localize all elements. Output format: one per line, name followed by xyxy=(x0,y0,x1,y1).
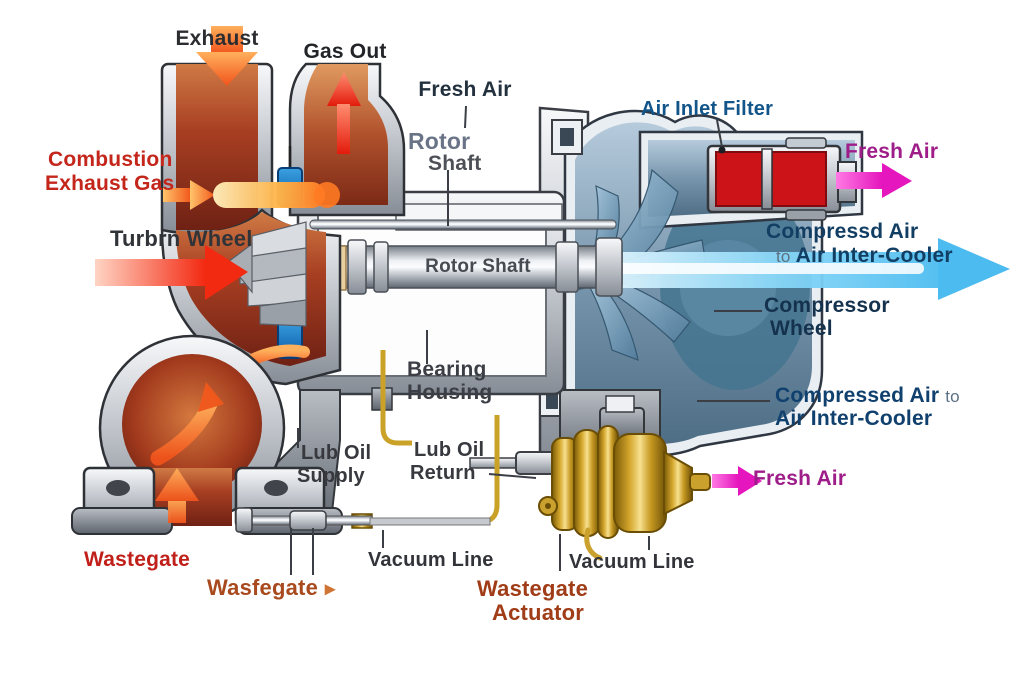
leader-lines xyxy=(290,105,770,575)
label-wastegate-red: Wastegate xyxy=(84,548,191,571)
label-to-word: to xyxy=(776,247,791,266)
label-fresh-air-bottom: Fresh Air xyxy=(753,467,847,490)
label-wastegate-actuator-2: Actuator xyxy=(492,600,585,625)
label-lub-oil-supply-1: Lub Oil xyxy=(301,442,372,464)
turbine-wheel xyxy=(227,221,307,327)
leader-dot xyxy=(718,146,726,154)
fresh-air-top-arrow-icon xyxy=(836,163,912,198)
label-vacuum-line-right: Vacuum Line xyxy=(569,551,695,573)
label-compressor: Compressor xyxy=(764,294,890,317)
label-vacuum-line-left: Vacuum Line xyxy=(368,549,494,571)
fresh-air-bottom-arrow-icon xyxy=(712,466,762,496)
label-housing: Housing xyxy=(407,381,493,404)
label-gas-out: Gas Out xyxy=(303,40,387,63)
combustion-gas-arrow-icon xyxy=(163,180,340,210)
label-combustion: Combustion xyxy=(48,148,173,171)
label-shaft: Shaft xyxy=(428,152,482,175)
label-exhaust: Exhaust xyxy=(175,27,259,50)
chamber-flow-arrow-icons xyxy=(150,382,224,523)
compressed-air-arrow-icon xyxy=(592,238,1010,300)
rotor-shaft xyxy=(301,219,623,301)
label-compressd-air: Compressd Air xyxy=(766,220,919,243)
label-lub-oil-supply-2: Supply xyxy=(297,465,365,487)
air-inlet-filter xyxy=(706,137,857,221)
label-compressed-air: Compressed Air xyxy=(775,384,940,407)
label-exhaust-gas: Exhaust Gas xyxy=(45,172,175,195)
label-wasfegate-text: Wasfegate xyxy=(207,575,319,600)
label-wastegate-actuator-1: Wastegate xyxy=(477,576,589,601)
wastegate-pointer-icon: ▸ xyxy=(325,578,336,600)
label-fresh-air-top: Fresh Air xyxy=(418,78,512,101)
label-air-intercooler-bottom: Air Inter-Cooler xyxy=(775,407,933,430)
label-rotor-shaft-on-shaft: Rotor Shaft xyxy=(425,256,531,277)
label-lub-oil-return-2: Return xyxy=(410,462,476,484)
label-to-word-bottom: to xyxy=(945,387,960,406)
label-bearing: Bearing xyxy=(407,358,487,381)
label-rotor: Rotor xyxy=(408,128,471,154)
label-wastegate-brown: Wasfegate ▸ xyxy=(207,576,335,600)
label-lub-oil-return-1: Lub Oil xyxy=(414,439,485,461)
label-air-intercooler-top: Air Inter-Cooler xyxy=(795,244,953,267)
turbine-inlet-arrow-icon xyxy=(95,245,248,300)
gas-out-up-arrow-icon xyxy=(327,72,361,154)
label-compressed-air-bottom: Compressed Air to xyxy=(775,384,960,407)
label-fresh-air-right: Fresh Air xyxy=(845,140,939,163)
label-wheel: Wheel xyxy=(770,317,833,340)
wastegate-linkage-rod xyxy=(235,507,491,533)
label-turbine-wheel: Turbrn Wheel xyxy=(110,226,253,251)
label-air-inlet-filter: Air Inlet Filter xyxy=(641,98,774,120)
exhaust-down-arrow-icon xyxy=(196,26,258,86)
